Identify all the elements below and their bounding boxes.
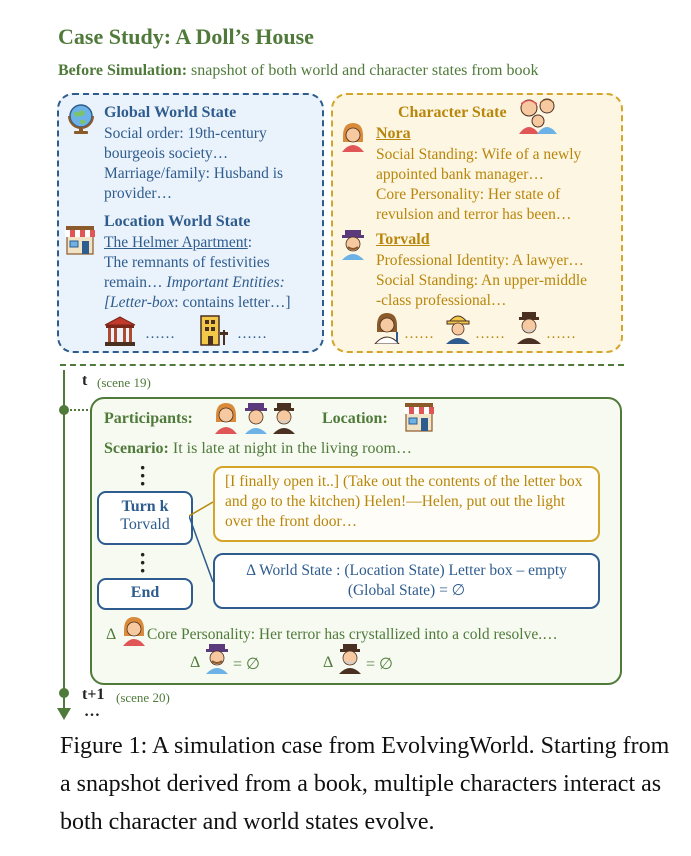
character-state-panel bbox=[331, 93, 623, 353]
end-box: End bbox=[97, 578, 193, 610]
turn-label: Turn k bbox=[121, 498, 169, 515]
nora-line: Social Standing: Wife of a newly bbox=[376, 146, 582, 163]
ellipsis: …… bbox=[404, 326, 434, 342]
scenario-label: Scenario: bbox=[104, 440, 169, 457]
vertical-ellipsis-icon: ··· bbox=[139, 455, 147, 496]
scenario-text: It is late at night in the living room… bbox=[168, 440, 412, 457]
torvald-text: Professional Identity: A lawyer… Social … bbox=[376, 251, 587, 311]
location-place: The Helmer Apartment bbox=[104, 234, 248, 251]
delta-line: Δ World State : (Location State) Letter … bbox=[246, 562, 567, 579]
location-colon: : bbox=[247, 234, 253, 251]
global-line: bourgeois society… bbox=[104, 145, 229, 162]
location-shop-icon bbox=[403, 403, 435, 433]
timeline-arrow-icon bbox=[57, 708, 71, 720]
timeline-t-scene: (scene 19) bbox=[97, 375, 151, 390]
torvald-line: -class professional… bbox=[376, 292, 507, 309]
dialogue-box: [I finally open it..] (Take out the cont… bbox=[213, 466, 600, 542]
torvald-line: Social Standing: An upper-middle bbox=[376, 272, 588, 289]
location-italic: [Letter-box bbox=[104, 294, 175, 311]
timeline-connector bbox=[70, 409, 92, 411]
timeline-node bbox=[59, 688, 69, 698]
core-delta-text: Core Personality: Her terror has crystal… bbox=[147, 626, 558, 643]
globe-icon bbox=[66, 103, 96, 135]
turn-connectors bbox=[189, 470, 215, 590]
nora-line: Core Personality: Her state of bbox=[376, 186, 561, 203]
global-line: Social order: 19th-century bbox=[104, 125, 267, 142]
delta-symbol: Δ bbox=[323, 654, 334, 671]
delta-symbol: Δ bbox=[190, 654, 201, 671]
worker-icon bbox=[443, 312, 473, 344]
location-label: Location: bbox=[322, 410, 388, 427]
nora-delta-icon bbox=[120, 616, 148, 646]
figure-subtitle: Before Simulation: snapshot of both worl… bbox=[58, 62, 539, 80]
location-line: remain… bbox=[104, 274, 167, 291]
turn-k-box: Turn k Torvald bbox=[97, 491, 193, 545]
family-icon bbox=[517, 96, 559, 134]
nora-name: Nora bbox=[376, 125, 411, 142]
dialogue-text: [I finally open it..] (Take out the cont… bbox=[225, 473, 583, 530]
timeline-node bbox=[59, 405, 69, 415]
location-line: The remnants of festivities bbox=[104, 254, 270, 271]
location-rest: : contains letter…] bbox=[174, 294, 291, 311]
participants-label: Participants: bbox=[104, 410, 193, 427]
world-state-panel bbox=[57, 93, 324, 353]
scenario-line: Scenario: It is late at night in the liv… bbox=[104, 440, 412, 458]
torvald-delta-icon bbox=[203, 644, 231, 674]
shop-icon bbox=[64, 226, 96, 256]
core-delta-symbol: Δ bbox=[106, 626, 117, 643]
figure-caption: Figure 1: A simulation case from Evolvin… bbox=[60, 733, 670, 835]
global-world-header: Global World State bbox=[104, 104, 237, 121]
building-icon bbox=[198, 313, 232, 347]
character-state-header: Character State bbox=[398, 104, 507, 121]
nurse-icon bbox=[372, 312, 402, 344]
torvald-line: Professional Identity: A lawyer… bbox=[376, 252, 584, 269]
section-separator bbox=[60, 364, 624, 366]
timeline-continue: … bbox=[84, 703, 100, 720]
nora-line: revulsion and terror has been… bbox=[376, 206, 572, 223]
ellipsis: …… bbox=[546, 326, 576, 342]
figure-title: Case Study: A Doll’s House bbox=[58, 24, 314, 49]
torvald-avatar-icon bbox=[339, 230, 367, 260]
nora-text: Social Standing: Wife of a newly appoint… bbox=[376, 145, 581, 225]
ellipsis: …… bbox=[145, 326, 175, 342]
turn-speaker: Torvald bbox=[120, 516, 170, 533]
ellipsis: …… bbox=[475, 326, 505, 342]
delta-world-state-box: Δ World State : (Location State) Letter … bbox=[213, 553, 600, 609]
delta-equals: = ∅ bbox=[233, 656, 260, 673]
ellipsis: …… bbox=[237, 326, 267, 342]
timeline-t1-label: t+1 bbox=[82, 686, 105, 703]
global-world-text: Social order: 19th-century bourgeois soc… bbox=[104, 124, 283, 204]
subtitle-bold: Before Simulation: bbox=[58, 62, 188, 79]
old-man-icon bbox=[514, 312, 544, 344]
global-line: Marriage/family: Husband is bbox=[104, 165, 284, 182]
delta-line: (Global State) = ∅ bbox=[347, 582, 466, 599]
nora-line: appointed bank manager… bbox=[376, 166, 544, 183]
location-world-header: Location World State bbox=[104, 213, 251, 230]
subtitle-rest: snapshot of both world and character sta… bbox=[187, 62, 539, 79]
timeline-t1-scene: (scene 20) bbox=[116, 690, 170, 705]
participants-icons bbox=[213, 402, 299, 434]
end-label: End bbox=[130, 584, 160, 601]
torvald-name: Torvald bbox=[376, 231, 430, 248]
timeline-t-label: t bbox=[82, 372, 88, 389]
timeline-axis bbox=[63, 370, 65, 710]
vertical-ellipsis-icon: ··· bbox=[139, 542, 147, 583]
location-italic: Important Entities: bbox=[166, 274, 285, 291]
delta-equals: = ∅ bbox=[366, 656, 393, 673]
old-man-delta-icon bbox=[336, 644, 364, 674]
nora-avatar-icon bbox=[339, 122, 367, 152]
location-world-text: The Helmer Apartment: The remnants of fe… bbox=[104, 233, 316, 313]
global-line: provider… bbox=[104, 185, 173, 202]
museum-icon bbox=[103, 315, 137, 347]
